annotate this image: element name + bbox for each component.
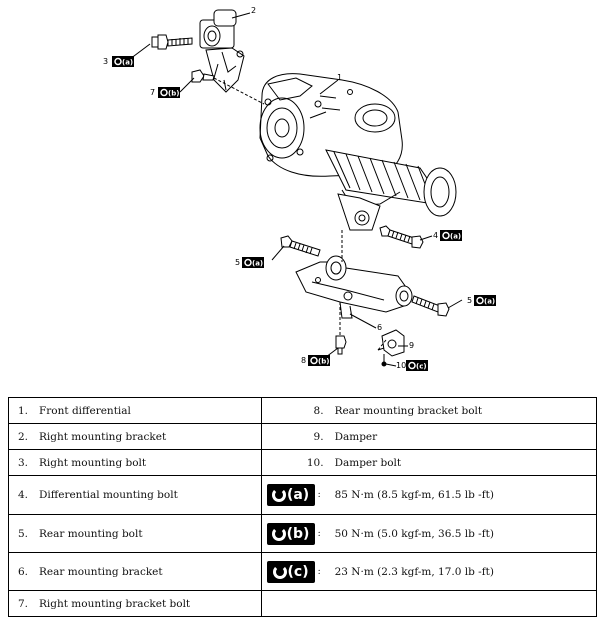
part-name: Front differential	[39, 404, 131, 417]
part-number: 4.	[18, 489, 29, 501]
part-number: 2.	[18, 430, 29, 443]
svg-text:(c): (c)	[416, 363, 427, 371]
svg-text:(a): (a)	[252, 260, 263, 268]
legend-row: 4.Differential mounting bolt (a) : 85 N·…	[8, 475, 598, 515]
part-number: 5.	[18, 527, 29, 540]
callout-5-left: 5 (a)	[235, 257, 264, 268]
svg-text:5: 5	[235, 258, 240, 267]
svg-text:5: 5	[467, 296, 472, 305]
empty-cell	[260, 590, 598, 617]
legend-row: 6.Rear mounting bracket (c) : 23 N·m (2.…	[8, 552, 598, 591]
callout-3: 3 (a)	[103, 56, 134, 67]
svg-text:9: 9	[409, 341, 414, 350]
wrench-icon	[272, 564, 287, 579]
callout-leaders	[125, 12, 463, 367]
rear-mounting-bracket-part	[295, 255, 413, 319]
assembly-guide-lines	[213, 77, 387, 351]
callout-8: 8 (b)	[301, 355, 330, 366]
svg-text:3: 3	[103, 57, 108, 66]
right-mounting-bracket-bolt-part	[191, 69, 215, 83]
svg-text:2: 2	[251, 6, 256, 15]
part-name: Right mounting bolt	[39, 456, 147, 469]
right-mounting-bracket-part	[199, 9, 245, 93]
rear-mounting-bolt-right-part	[411, 295, 450, 317]
legend-row: 3. Right mounting bolt 10. Damper bolt	[8, 449, 598, 476]
axle-tube-part	[325, 149, 457, 217]
svg-text:8: 8	[301, 356, 306, 365]
damper-part	[377, 329, 405, 367]
part-name: Damper bolt	[334, 456, 402, 469]
svg-text:7: 7	[150, 88, 155, 97]
torque-value: 23 N·m (2.3 kgf-m, 17.0 lb -ft)	[334, 565, 494, 578]
svg-text:(a): (a)	[122, 59, 133, 67]
torque-spec-badge: (a)	[266, 484, 315, 506]
rear-mounting-bolt-left-part	[280, 235, 321, 257]
part-number: 9.	[313, 430, 324, 443]
legend-row: 5.Rear mounting bolt (b) : 50 N·m (5.0 k…	[8, 514, 598, 553]
svg-text:(a): (a)	[450, 233, 461, 241]
torque-badge	[112, 56, 134, 67]
part-name: Damper	[334, 430, 378, 443]
differential-mount-arm-part	[337, 193, 381, 231]
callout-5-right: 5 (a)	[467, 295, 496, 306]
callout-9: 9	[409, 341, 414, 350]
front-differential-part	[259, 73, 403, 177]
legend-row: 1. Front differential 8. Rear mounting bra…	[8, 397, 598, 424]
torque-badge	[308, 355, 330, 366]
svg-text:(b): (b)	[318, 358, 329, 366]
wrench-icon	[271, 488, 286, 502]
part-name: Right mounting bracket	[39, 430, 167, 443]
torque-badge	[406, 360, 428, 371]
callout-4: 4 (a)	[433, 230, 462, 241]
svg-text:(b): (b)	[168, 90, 179, 98]
part-number: 10.	[306, 456, 324, 469]
right-mounting-bolt-part	[151, 34, 193, 50]
svg-text:(a): (a)	[484, 298, 495, 306]
torque-badge	[474, 295, 496, 306]
part-name: Rear mounting bolt	[39, 527, 143, 540]
part-number: 6.	[18, 565, 29, 578]
parts-legend-table: 1. Front differential 8. Rear mounting bra…	[8, 397, 598, 617]
legend-row: 2. Right mounting bracket 9. Damper	[8, 423, 598, 450]
legend-row: 7. Right mounting bracket bolt	[8, 590, 598, 617]
svg-text:10: 10	[396, 361, 406, 370]
svg-text:4: 4	[433, 231, 438, 240]
part-name: Rear mounting bracket bolt	[334, 404, 483, 417]
torque-spec-badge: (c)	[266, 560, 315, 583]
callout-6: 6	[377, 323, 382, 332]
callout-2: 2	[251, 6, 256, 15]
differential-mounting-bolt-part	[379, 225, 424, 249]
torque-value: 85 N·m (8.5 kgf-m, 61.5 lb -ft)	[334, 489, 494, 501]
part-number: 3.	[18, 456, 29, 469]
wrench-icon	[271, 526, 286, 541]
torque-badge	[440, 230, 462, 241]
part-name: Differential mounting bolt	[39, 489, 178, 501]
callout-10: 10 (c)	[396, 360, 428, 371]
part-number: 8.	[313, 404, 324, 417]
torque-spec-badge: (b)	[266, 522, 315, 545]
part-number: 7.	[18, 597, 29, 610]
callout-1: 1	[337, 73, 342, 82]
callout-7: 7 (b)	[150, 87, 180, 98]
part-number: 1.	[18, 404, 29, 417]
part-name: Right mounting bracket bolt	[39, 597, 191, 610]
svg-text:1: 1	[337, 73, 342, 82]
rear-mounting-bracket-bolt-part	[335, 335, 347, 355]
torque-value: 50 N·m (5.0 kgf-m, 36.5 lb -ft)	[334, 527, 494, 540]
exploded-assembly-diagram: 2 1 3 (a) 7 (b) 4 (a) 5 (a) 5 (a) 6 9 8	[103, 6, 496, 371]
torque-badge	[242, 257, 264, 268]
part-name: Rear mounting bracket	[39, 565, 163, 578]
svg-text:6: 6	[377, 323, 382, 332]
torque-badge	[158, 87, 180, 98]
